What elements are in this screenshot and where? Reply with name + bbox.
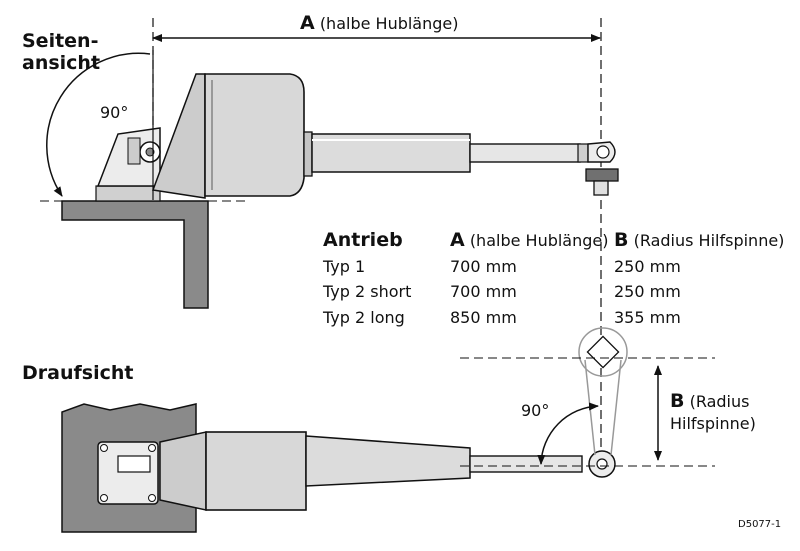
- table-cell-a: 850 mm: [450, 308, 517, 327]
- dimension-b-label: B (Radius Hilfspinne): [670, 390, 756, 433]
- top-view-actuator-body: [159, 431, 616, 511]
- side-view-angle-label: 90°: [100, 103, 129, 122]
- top-view-angle-label: 90°: [521, 401, 550, 420]
- side-view-mount-bracket: [61, 127, 209, 309]
- top-view-tiller-arm: [578, 327, 628, 456]
- table-header-a: A (halbe Hublänge): [450, 229, 609, 251]
- table-cell-drive: Typ 2 long: [323, 308, 405, 327]
- table-cell-drive: Typ 1: [323, 257, 366, 276]
- side-view-angle-arc: [40, 50, 250, 202]
- table-header-b: B (Radius Hilfspinne): [614, 229, 785, 251]
- table-cell-b: 250 mm: [614, 257, 681, 276]
- table-cell-b: 355 mm: [614, 308, 681, 327]
- table-cell-b: 250 mm: [614, 282, 681, 301]
- table-cell-drive: Typ 2 short: [323, 282, 412, 301]
- top-view-angle-arc: [460, 357, 715, 467]
- table-header-drive: Antrieb: [323, 229, 403, 251]
- dimension-a-label: A (halbe Hublänge): [300, 12, 459, 34]
- top-view-title: Draufsicht: [22, 362, 134, 384]
- table-cell-a: 700 mm: [450, 257, 517, 276]
- side-view-title: Seiten- ansicht: [22, 30, 101, 74]
- table-cell-a: 700 mm: [450, 282, 517, 301]
- figure-reference: D5077-1: [738, 519, 782, 530]
- side-view-actuator-body: [151, 73, 619, 199]
